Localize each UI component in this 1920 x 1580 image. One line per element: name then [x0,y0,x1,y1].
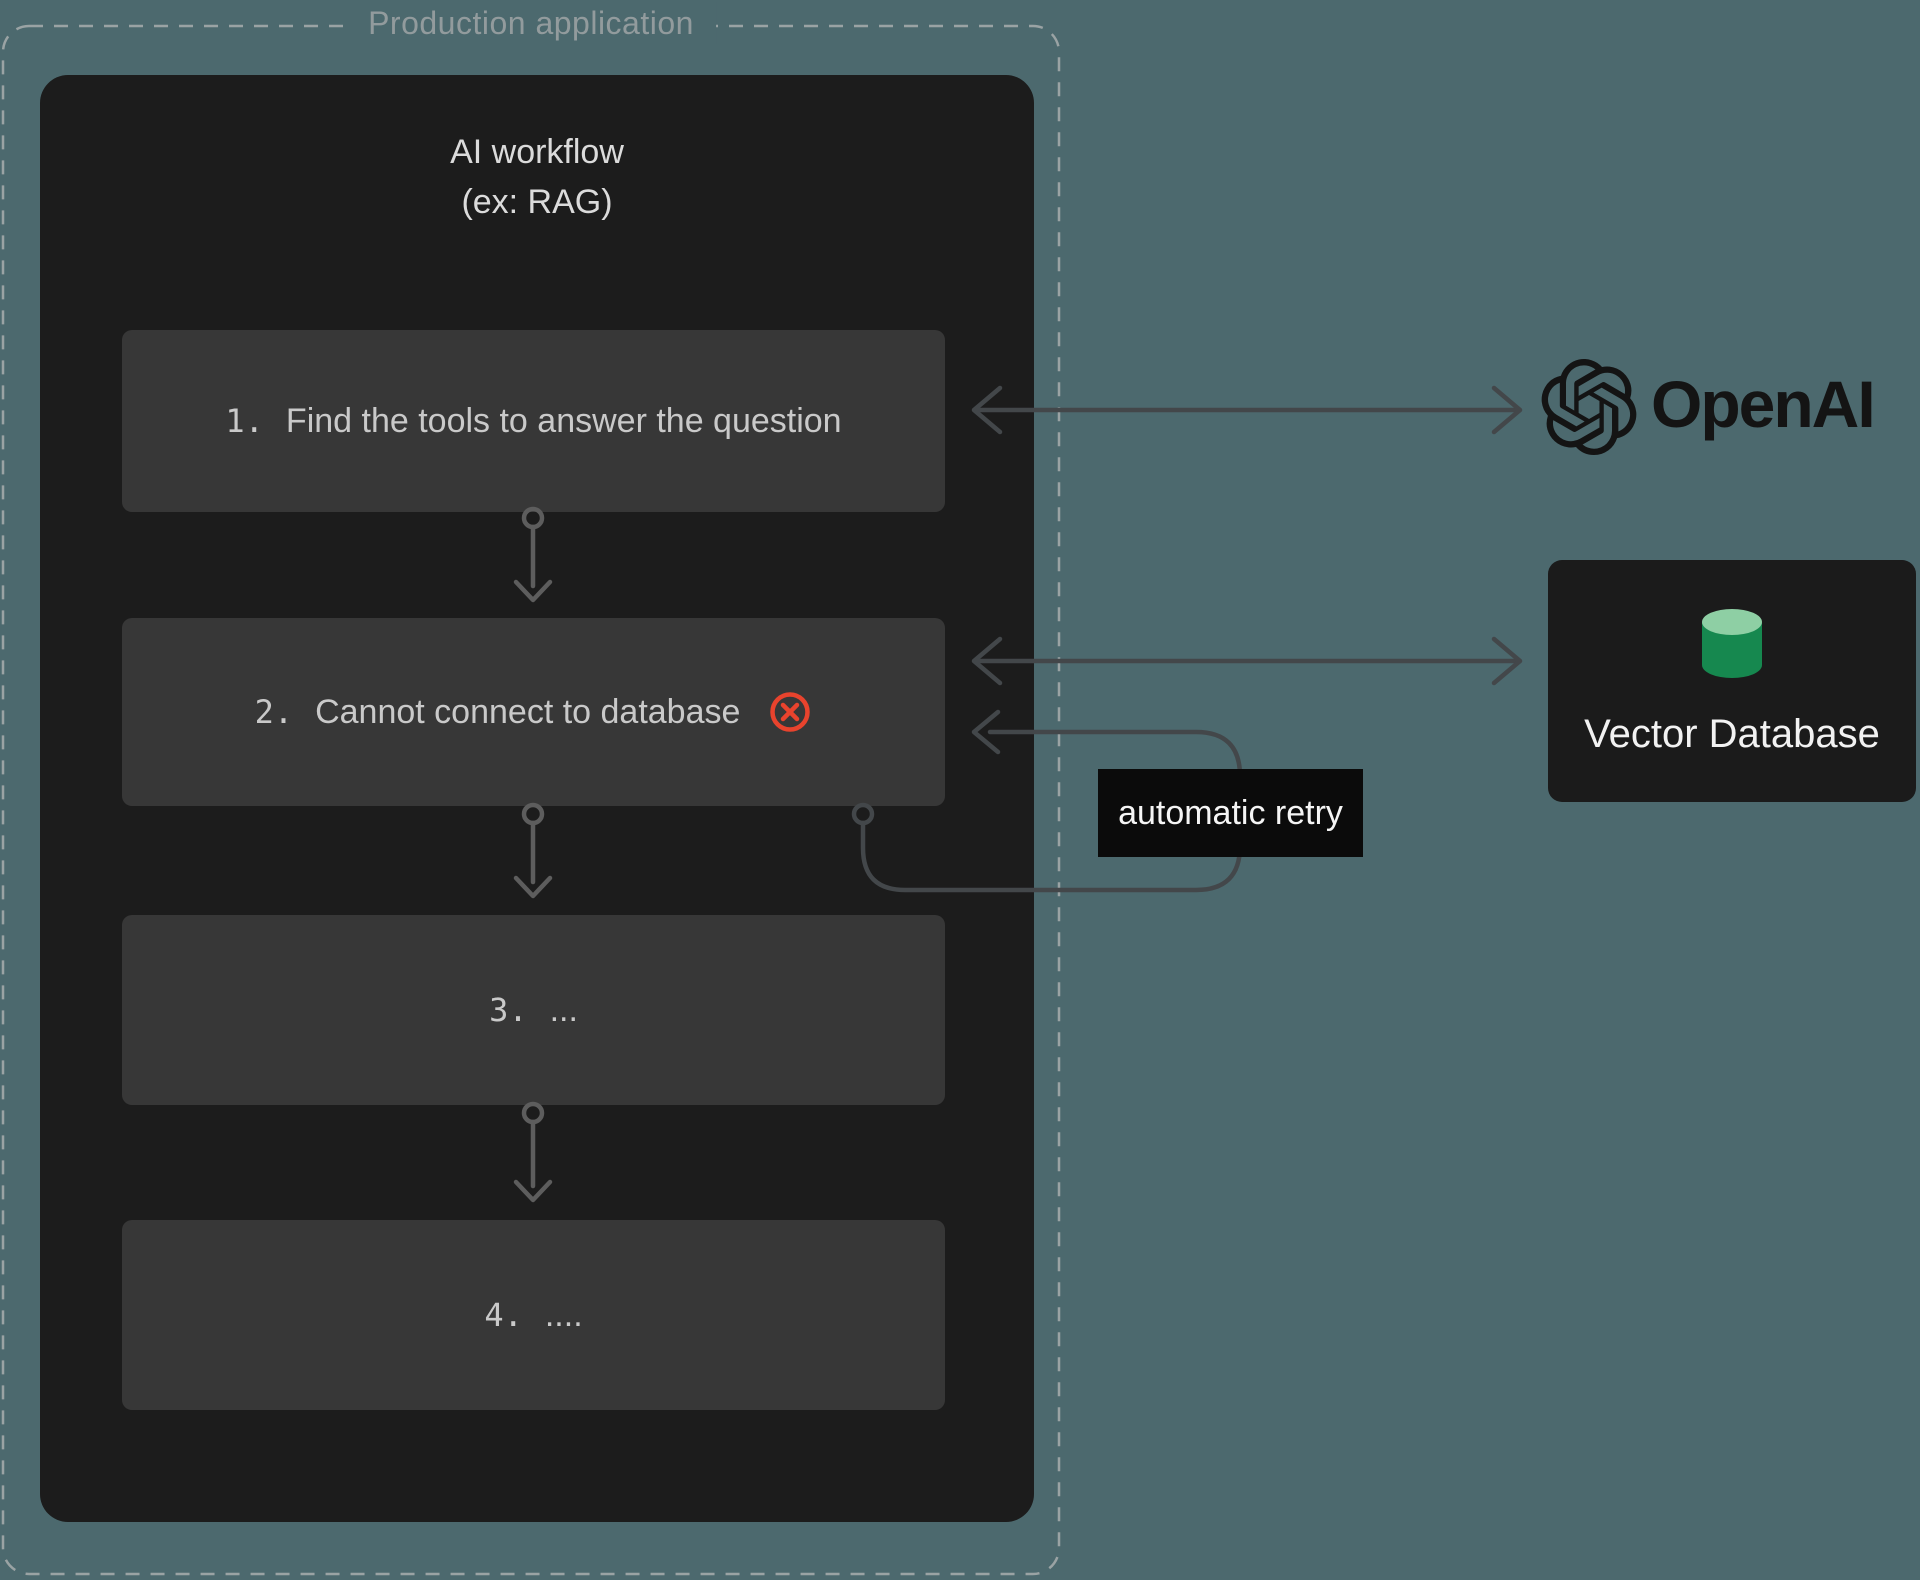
openai-logo-icon [1541,359,1637,455]
openai-wordmark: OpenAI [1651,367,1876,441]
ai-workflow-panel: AI workflow (ex: RAG) 1. Find the tools … [40,75,1034,1522]
circle-x-error-icon [770,692,811,732]
database-cylinder-icon [1702,609,1762,678]
workflow-title-line1: AI workflow [450,133,624,171]
step-3-box: 3. ... [122,915,945,1105]
step-2-box: 2. Cannot connect to database [122,618,945,806]
step-2-label: Cannot connect to database [315,692,741,731]
step-3-label: ... [549,990,578,1029]
step-1-number: 1. [225,402,264,440]
automatic-retry-label: automatic retry [1098,769,1363,857]
arrow-step2-vectordb [971,636,1523,686]
openai-service: OpenAI [1541,357,1920,457]
workflow-title-line2: (ex: RAG) [461,183,613,221]
arrowhead-right-icon [1491,636,1523,686]
error-status [768,690,812,734]
step-2-number: 2. [254,693,294,731]
step-1-box: 1. Find the tools to answer the question [122,330,945,512]
step-4-box: 4. .... [122,1220,945,1410]
vector-database-card: Vector Database [1548,560,1916,802]
vector-database-label: Vector Database [1584,712,1880,756]
workflow-title: AI workflow (ex: RAG) [40,127,1034,227]
step-4-label: .... [544,1295,583,1334]
step-4-number: 4. [484,1296,523,1334]
step-1-label: Find the tools to answer the question [285,401,842,440]
production-container-title: Production application [346,2,716,44]
step-3-number: 3. [489,991,528,1029]
arrowhead-right-icon [1491,385,1523,435]
arrow-step1-openai [971,385,1523,435]
